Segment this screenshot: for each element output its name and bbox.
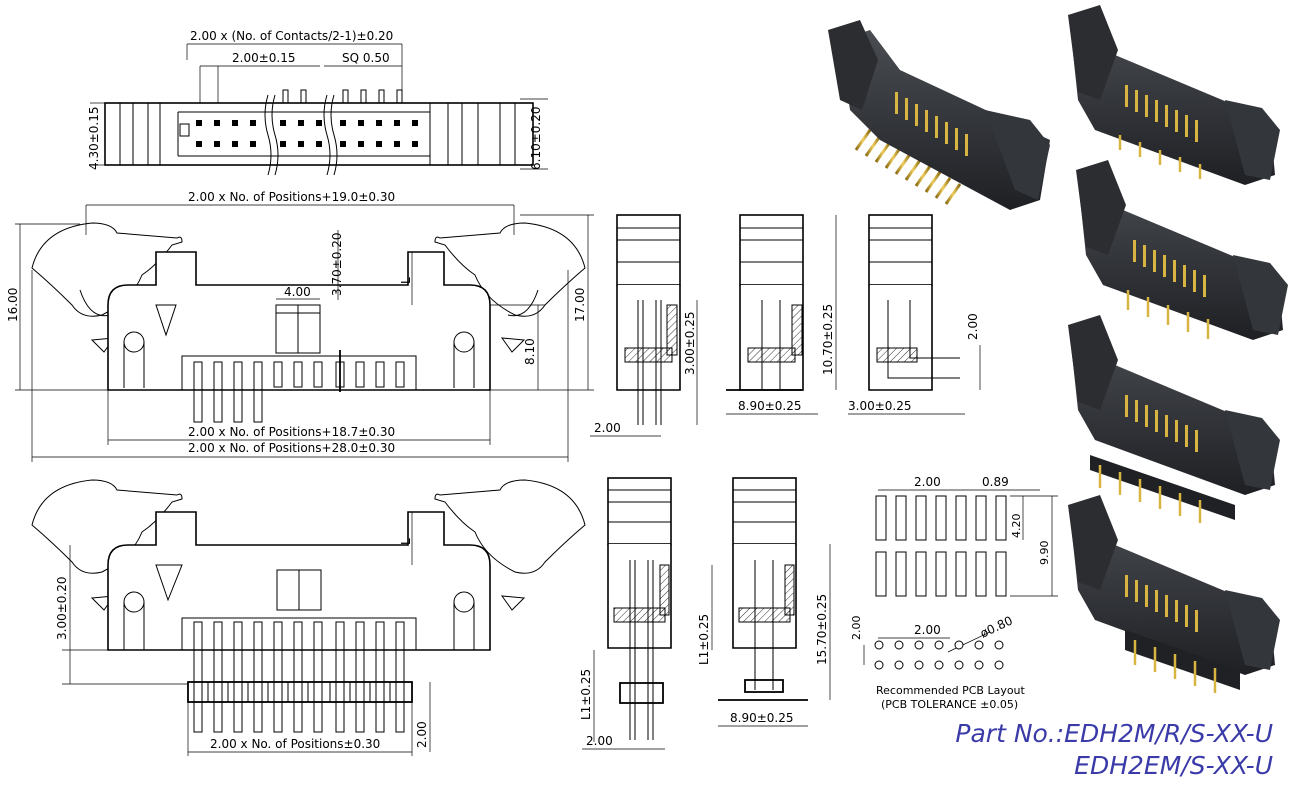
- dim-l1-top: L1±0.25: [697, 614, 711, 665]
- dim-right-height: 6.10±0.20: [529, 107, 543, 171]
- dim-contacts: 2.00 x (No. of Contacts/2-1)±0.20: [190, 29, 393, 43]
- dim-sq: SQ 0.50: [342, 51, 390, 65]
- dim-front-width: 2.00 x No. of Positions+19.0±0.30: [188, 190, 395, 204]
- dim-front-l: L: [399, 277, 413, 284]
- dim-right-angle-h: 10.70±0.25: [821, 304, 835, 375]
- dim-lower-left: 3.00±0.20: [55, 577, 69, 641]
- pcb-hole-pitch: 2.00: [914, 623, 941, 637]
- dim-key: 4.00: [284, 285, 311, 299]
- dim-straight-pitch: 2.00: [594, 421, 621, 435]
- pcb-row-pitch: 2.00: [850, 616, 863, 641]
- pcb-pad-h: 4.20: [1010, 514, 1023, 539]
- pcb-total-h: 9.90: [1038, 541, 1051, 566]
- product-render-variants: [1068, 5, 1288, 693]
- part-number-line-1: Part No.:EDH2M/R/S-XX-U: [955, 719, 1273, 748]
- pcb-hole-dia: ø0.80: [978, 613, 1015, 640]
- dim-smt-h: 2.00: [966, 313, 980, 340]
- dim-lower-pitch: 2.00: [586, 734, 613, 748]
- front-view: 2.00 x No. of Positions+19.0±0.30 4.00 3…: [6, 190, 594, 462]
- dim-lower-right: 2.00: [415, 721, 429, 748]
- dim-pin-height: 8.10: [523, 338, 537, 365]
- dim-lower-width: 2.00 x No. of Positions±0.30: [210, 737, 380, 751]
- side-view-right-angle: 10.70±0.25 8.90±0.25: [726, 214, 837, 415]
- pcb-title: Recommended PCB Layout: [876, 684, 1026, 697]
- lower-view: L 3.00±0.20 2.00 x No. of Positions±0.30…: [31, 479, 586, 756]
- dim-left-height: 4.30±0.15: [87, 107, 101, 171]
- side-view-elevated-right-angle: 15.70±0.25 8.90±0.25: [718, 477, 831, 727]
- dim-height-right: 17.00: [573, 288, 587, 322]
- side-view-elevated-straight: L1±0.25 L1±0.25 2.00: [579, 477, 713, 750]
- dim-l1-left: L1±0.25: [579, 669, 593, 720]
- dim-lower-l: L: [399, 538, 413, 545]
- dim-bottom-1: 2.00 x No. of Positions+18.7±0.30: [188, 425, 395, 439]
- dim-latch: 3.70±0.20: [330, 233, 344, 297]
- side-view-straight: 3.00±0.25 2.00: [590, 214, 698, 437]
- dim-right-angle-w: 8.90±0.25: [738, 399, 802, 413]
- pcb-pad-w: 0.89: [982, 475, 1009, 489]
- top-view: 2.00 x (No. of Contacts/2-1)±0.20 2.00±0…: [87, 29, 548, 176]
- product-render-main: [828, 20, 1050, 210]
- side-view-smt: 2.00 3.00±0.25: [848, 214, 981, 415]
- dim-smt-w: 3.00±0.25: [848, 399, 912, 413]
- dim-bottom-2: 2.00 x No. of Positions+28.0±0.30: [188, 441, 395, 455]
- pcb-layout: 2.00 0.89 4.20 9.90 2.00 2.00 ø0.80 Reco…: [850, 475, 1058, 711]
- pcb-pitch: 2.00: [914, 475, 941, 489]
- pcb-tolerance: (PCB TOLERANCE ±0.05): [881, 698, 1018, 711]
- dim-lower-height: 15.70±0.25: [815, 594, 829, 665]
- dim-height-left: 16.00: [6, 288, 20, 322]
- dim-straight-tail: 3.00±0.25: [683, 312, 697, 376]
- part-number-line-2: EDH2EM/S-XX-U: [1074, 751, 1273, 780]
- dim-pitch: 2.00±0.15: [232, 51, 296, 65]
- dim-lower-width2: 8.90±0.25: [730, 711, 794, 725]
